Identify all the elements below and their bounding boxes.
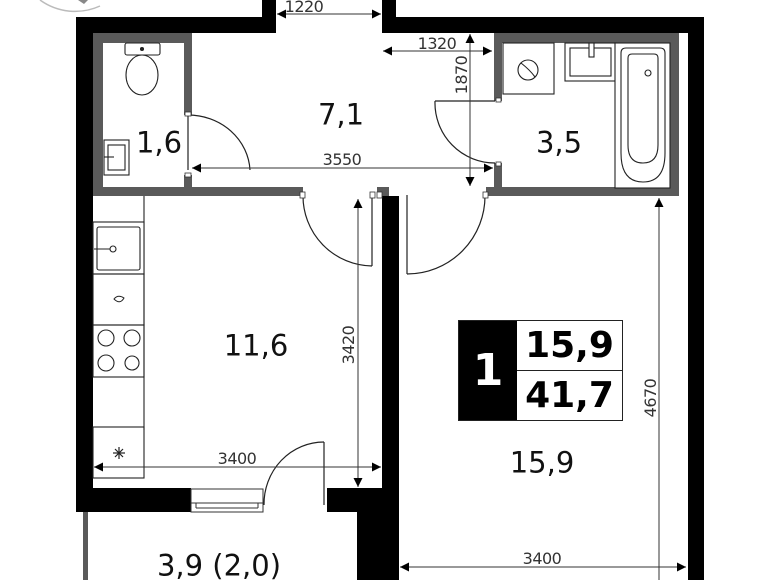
bathroom-sink-icon bbox=[564, 42, 617, 82]
compass-icon bbox=[39, 0, 101, 13]
dimension-living-depth: 4670 bbox=[641, 378, 660, 418]
window-icon bbox=[190, 488, 264, 513]
dimension-lines bbox=[94, 9, 686, 580]
bathtub-icon bbox=[614, 42, 671, 189]
washing-machine-icon bbox=[502, 42, 555, 95]
sink-icon bbox=[103, 139, 130, 176]
stove-icon bbox=[97, 329, 141, 372]
fridge-icon bbox=[113, 447, 125, 459]
outer-walls bbox=[76, 0, 704, 580]
faucet-drop-icon bbox=[113, 295, 125, 303]
room-area-bathroom: 3,5 bbox=[535, 125, 583, 160]
door-swing-icon bbox=[187, 100, 496, 506]
room-area-living-room: 15,9 bbox=[509, 445, 575, 480]
dimension-hall-depth: 1870 bbox=[452, 55, 471, 95]
living-area-value: 15,9 bbox=[525, 325, 614, 366]
inner-walls bbox=[83, 33, 679, 580]
dimension-hall-width: 3550 bbox=[322, 150, 362, 169]
dimension-hall-upper-width: 1320 bbox=[417, 34, 457, 53]
toilet-icon bbox=[124, 42, 161, 96]
room-count: 1 bbox=[459, 321, 517, 420]
dimension-kitchen-depth: 3420 bbox=[339, 325, 358, 365]
summary-badge: 1 15,9 41,7 bbox=[458, 320, 623, 421]
dimension-living-width: 3400 bbox=[522, 549, 562, 568]
total-area-value: 41,7 bbox=[517, 370, 622, 420]
room-area-balcony: 3,9 (2,0) bbox=[156, 548, 282, 583]
dimension-entrance-width: 1220 bbox=[284, 0, 324, 16]
room-area-kitchen: 11,6 bbox=[223, 328, 289, 363]
room-area-wc: 1,6 bbox=[135, 125, 183, 160]
room-area-hallway: 7,1 bbox=[317, 97, 365, 132]
kitchen-sink-icon bbox=[94, 226, 141, 271]
dimension-kitchen-width: 3400 bbox=[217, 449, 257, 468]
